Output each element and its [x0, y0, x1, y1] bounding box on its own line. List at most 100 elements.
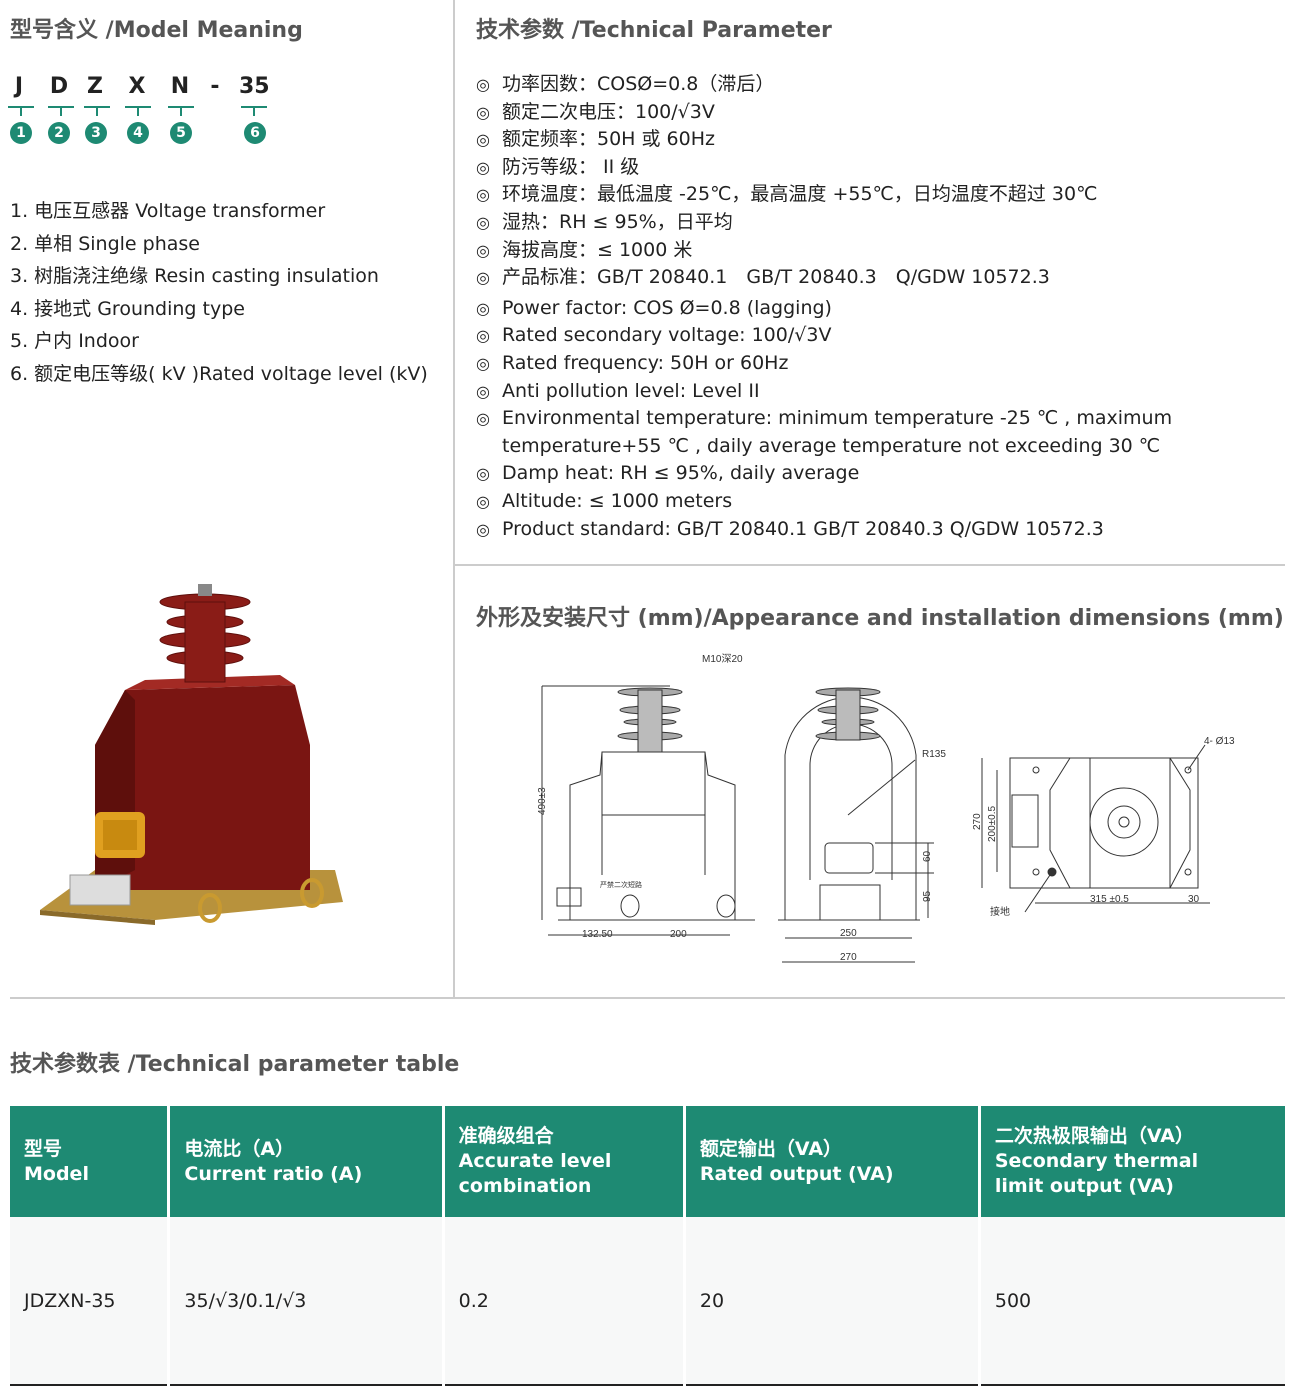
code-number: 2: [48, 122, 70, 144]
model-meaning-list: 1. 电压互感器 Voltage transformer 2. 单相 Singl…: [10, 195, 428, 391]
section-divider: [455, 564, 1285, 566]
bullet-icon: ◎: [476, 519, 490, 539]
spec-text: Rated frequency: 50H or 60Hz: [502, 351, 789, 374]
bullet-icon: ◎: [476, 298, 490, 318]
code-number: 6: [244, 122, 266, 144]
table-cell: JDZXN-35: [10, 1217, 169, 1386]
spec-text: 环境温度：最低温度 -25℃，最高温度 +55℃，日均温度不超过 30℃: [502, 183, 1098, 206]
dim-w1: 132.50: [582, 929, 613, 940]
header-line: 型号: [24, 1137, 63, 1160]
code-tick: [125, 106, 151, 116]
technical-parameter-heading: 技术参数 /Technical Parameter: [476, 18, 832, 43]
column-header: 电流比（A）Current ratio (A): [167, 1106, 444, 1217]
code-tick: [48, 106, 74, 116]
spec-text: 功率因数：COSØ=0.8（滞后）: [502, 73, 775, 95]
code-number: 1: [10, 122, 32, 144]
column-header: 额定输出（VA）Rated output (VA): [682, 1106, 980, 1217]
spec-item: ◎ Rated frequency: 50H or 60Hz: [476, 350, 1172, 378]
bullet-icon: ◎: [476, 268, 490, 288]
spec-text: 产品标准：GB/T 20840.1 GB/T 20840.3 Q/GDW 105…: [502, 266, 1050, 289]
spec-item: ◎ Altitude: ≤ 1000 meters: [476, 488, 1172, 516]
spec-item: ◎ 环境温度：最低温度 -25℃，最高温度 +55℃，日均温度不超过 30℃: [476, 181, 1172, 209]
bullet-icon: ◎: [476, 212, 490, 232]
spec-text: Anti pollution level: Level II: [502, 379, 760, 402]
product-image: [40, 584, 343, 925]
dim-height: 490±3: [537, 787, 548, 815]
dimensions-heading: 外形及安装尺寸 (mm)/Appearance and installation…: [476, 606, 1284, 631]
bullet-icon: ◎: [476, 353, 490, 373]
bullet-icon: ◎: [476, 157, 490, 177]
spec-text: Rated secondary voltage: 100/√3V: [502, 324, 832, 347]
code-letter: 35: [239, 74, 270, 99]
list-item: 1. 电压互感器 Voltage transformer: [10, 200, 326, 222]
dim-holes: 4- Ø13: [1204, 736, 1235, 747]
code-letter: D: [49, 74, 69, 99]
code-letter: J: [14, 74, 24, 99]
dim-ground: 接地: [990, 905, 1010, 918]
spec-item: ◎额定二次电压：100/√3V: [476, 99, 1172, 127]
dim-h200: 200±0.5: [987, 805, 998, 842]
spec-text: Power factor: COS Ø=0.8 (lagging): [502, 296, 832, 319]
code-tick: [8, 106, 34, 116]
spec-item: ◎额定频率：50H 或 60Hz: [476, 126, 1172, 154]
section-divider: [10, 997, 1285, 999]
header-line: 准确级组合: [458, 1125, 554, 1147]
model-code-diagram: J D Z X N - 35 1 2 3 4 5 6: [8, 72, 290, 152]
spec-text: Environmental temperature: minimum tempe…: [502, 407, 1173, 430]
table-cell: 20: [682, 1217, 980, 1386]
table-cell: 500: [977, 1217, 1285, 1386]
list-item: 5. 户内 Indoor: [10, 330, 139, 353]
bullet-icon: ◎: [476, 491, 490, 511]
list-item: 4. 接地式 Grounding type: [10, 297, 245, 320]
code-number: 5: [170, 122, 192, 144]
code-letter: -: [210, 74, 220, 99]
header-line: Current ratio (A): [184, 1162, 363, 1185]
spec-item: ◎ 产品标准：GB/T 20840.1 GB/T 20840.3 Q/GDW 10…: [476, 264, 1172, 292]
spec-text: Damp heat: RH ≤ 95%, daily average: [502, 462, 860, 485]
header-line: Model: [24, 1162, 89, 1185]
code-letter: N: [170, 74, 190, 99]
dim-h270: 270: [972, 813, 983, 830]
dim-radius: R135: [922, 749, 946, 760]
header-line: 电流比（A）: [184, 1137, 295, 1160]
spec-text: temperature+55 ℃ , daily average tempera…: [502, 434, 1161, 457]
spec-item: ◎ 功率因数：COSØ=0.8（滞后）: [476, 71, 1172, 99]
bullet-icon: ◎: [476, 240, 490, 260]
code-tick: [84, 106, 110, 116]
dim-thread: M10深20: [702, 653, 743, 665]
code-number: 4: [127, 122, 149, 144]
dimension-drawing: M10深20 490±3 132.50 200 严禁二次短路 R135 60 9…: [537, 653, 1235, 963]
spec-text: 湿热：RH ≤ 95%，日平均: [502, 210, 733, 233]
dim-315: 315 ±0.5: [1090, 894, 1129, 905]
list-item: 3. 树脂浇注绝缘 Resin casting insulation: [10, 265, 379, 288]
bullet-icon: ◎: [476, 75, 490, 94]
model-meaning-heading: 型号含义 /Model Meaning: [10, 18, 303, 43]
spec-text: 额定频率：50H 或 60Hz: [502, 128, 715, 151]
spec-item: ◎Rated secondary voltage: 100/√3V: [476, 322, 1172, 350]
bullet-icon: ◎: [476, 464, 490, 484]
dim-w2: 200: [670, 929, 687, 940]
dim-60: 60: [922, 850, 933, 862]
spec-text: Altitude: ≤ 1000 meters: [502, 489, 733, 512]
technical-spec-list: ◎功率因数：COSØ=0.8（滞后）◎额定二次电压：100/√3V◎额定频率：5…: [476, 71, 1172, 543]
bullet-icon: ◎: [476, 185, 490, 205]
header-line: 二次热极限输出（VA）: [994, 1125, 1194, 1147]
spec-item: ◎ Power factor: COS Ø=0.8 (lagging): [476, 295, 1172, 323]
spec-text: Product standard: GB/T 20840.1 GB/T 2084…: [502, 517, 1104, 540]
bullet-icon: ◎: [476, 381, 490, 401]
dim-250: 250: [840, 928, 857, 939]
spec-item: ◎ 湿热：RH ≤ 95%，日平均: [476, 209, 1172, 237]
spec-item: ◎海拔高度：≤ 1000 米: [476, 237, 1172, 265]
dim-note: 严禁二次短路: [600, 880, 642, 889]
header-line: 额定输出（VA）: [699, 1137, 843, 1160]
spec-item: ◎ Product standard: GB/T 20840.1 GB/T 208…: [476, 516, 1172, 544]
column-divider: [453, 0, 455, 998]
list-item: 6. 额定电压等级( kV )Rated voltage level (kV): [10, 362, 428, 385]
header-line: Secondary thermal: [994, 1150, 1199, 1172]
side-view: [778, 687, 934, 963]
header-line: combination: [458, 1175, 592, 1197]
table-cell: 0.2: [441, 1217, 685, 1386]
